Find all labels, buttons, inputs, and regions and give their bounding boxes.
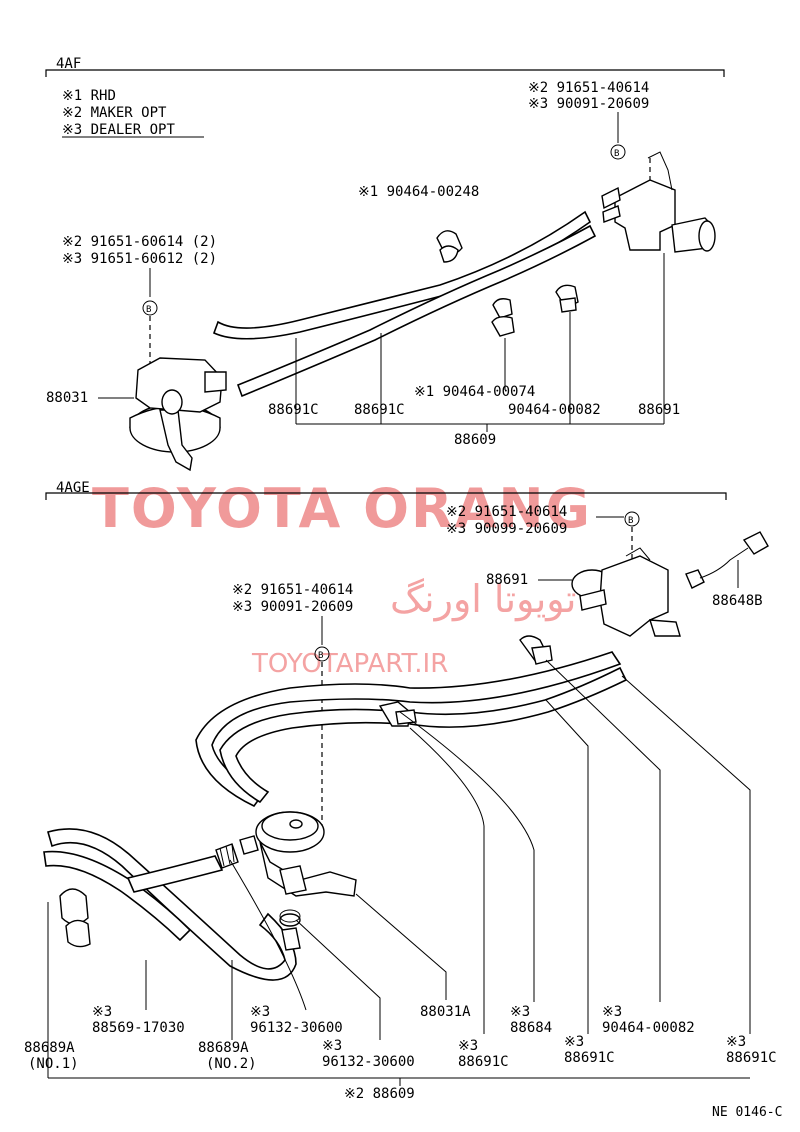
label-bottom-88691: 88691 <box>486 572 528 588</box>
label-90464-prefix: ※3 <box>602 1004 622 1020</box>
watermark-site: TOYOTAPART.IR <box>251 649 448 679</box>
label-bottom-act-bolt2: ※3 90091-20609 <box>232 599 353 615</box>
clip-bottom <box>519 635 553 665</box>
leader-line <box>295 919 381 1040</box>
svg-text:B: B <box>318 651 323 661</box>
label-88691c-right: 88691C <box>726 1050 777 1066</box>
label-88691c-mid: 88691C <box>564 1050 615 1066</box>
label-88691c-left-prefix: ※3 <box>458 1038 478 1054</box>
label-88684: 88684 <box>510 1020 552 1036</box>
label-88691c-mid-prefix: ※3 <box>564 1034 584 1050</box>
label-88684-prefix: ※3 <box>510 1004 530 1020</box>
hoses-bottom <box>43 651 628 981</box>
label-top-88691c-1: 88691C <box>268 402 319 418</box>
label-88691c-right-prefix: ※3 <box>726 1034 746 1050</box>
label-top-vsv-bolt2: ※3 90091-20609 <box>528 96 649 112</box>
vacuum-actuator-bottom <box>239 811 357 897</box>
section-4af: 4AF ※1 RHD ※2 MAKER OPT ※3 DEALER OPT ※2… <box>45 56 725 472</box>
note-rhd: ※1 RHD <box>62 88 116 104</box>
leader-line <box>621 675 751 1034</box>
label-88689a-no2-sub: (NO.2) <box>206 1056 257 1072</box>
bolt-callout-b: B <box>610 144 626 160</box>
label-88031: 88031 <box>46 390 88 406</box>
label-top-88609: 88609 <box>454 432 496 448</box>
leader-line <box>229 859 307 1011</box>
svg-text:B: B <box>146 305 151 315</box>
label-top-bolt1: ※2 91651-60614 (2) <box>62 234 217 250</box>
label-88648b: 88648B <box>712 593 763 609</box>
clip-left <box>59 888 91 948</box>
label-top-clip1: ※1 90464-00248 <box>358 184 479 200</box>
label-88569-prefix: ※3 <box>92 1004 112 1020</box>
hose-clamp-1 <box>215 843 239 869</box>
label-90464-00082: 90464-00082 <box>602 1020 695 1036</box>
section-4age-title: 4AGE <box>56 480 90 496</box>
svg-text:B: B <box>628 516 633 526</box>
label-88569-17030: 88569-17030 <box>92 1020 185 1036</box>
hoses-top <box>212 210 597 398</box>
section-4af-bracket <box>45 69 725 77</box>
vsv-valve-bottom <box>571 547 681 637</box>
section-4age-bracket <box>45 492 727 500</box>
leader-line <box>545 659 661 1002</box>
label-bottom-88609: ※2 88609 <box>344 1086 415 1102</box>
wiring-connector <box>685 531 769 589</box>
label-bottom-vsv-bolt1: ※2 91651-40614 <box>446 504 567 520</box>
label-96132-b: 96132-30600 <box>322 1054 415 1070</box>
vacuum-actuator-top <box>129 357 227 472</box>
leader-line <box>399 711 535 1002</box>
svg-text:B: B <box>614 149 619 159</box>
label-top-vsv-bolt1: ※2 91651-40614 <box>528 80 649 96</box>
vsv-valve-top <box>601 151 716 253</box>
clip-top-1 <box>436 230 463 263</box>
label-bottom-vsv-bolt2: ※3 90099-20609 <box>446 521 567 537</box>
clip-top-3 <box>555 284 579 313</box>
bolt-callout-b: B <box>314 646 330 662</box>
leader-line <box>355 893 447 1000</box>
leader-line <box>545 699 589 1034</box>
label-88689a-no1: 88689A <box>24 1040 75 1056</box>
hose-clamp-2 <box>279 909 301 951</box>
note-dealer-opt: ※3 DEALER OPT <box>62 122 175 138</box>
footer-code: NE 0146-C <box>712 1105 782 1120</box>
label-88031a: 88031A <box>420 1004 471 1020</box>
label-88691c-left: 88691C <box>458 1054 509 1070</box>
label-bottom-act-bolt1: ※2 91651-40614 <box>232 582 353 598</box>
watermark-brand: TOYOTA ORANG <box>92 477 592 540</box>
label-96132-a: 96132-30600 <box>250 1020 343 1036</box>
section-4age: 4AGE ※2 91651-40614 ※3 90099-20609 B 886… <box>24 480 777 1102</box>
label-top-88691c-2: 88691C <box>354 402 405 418</box>
watermark-persian: تویوتا اورنگ <box>390 577 577 622</box>
label-96132-a-prefix: ※3 <box>250 1004 270 1020</box>
watermark: TOYOTA ORANG تویوتا اورنگ TOYOTAPART.IR <box>92 477 592 679</box>
bolt-callout-b: B <box>624 511 640 527</box>
label-88689a-no1-sub: (NO.1) <box>28 1056 79 1072</box>
note-maker-opt: ※2 MAKER OPT <box>62 105 167 121</box>
label-top-90464-00082: 90464-00082 <box>508 402 601 418</box>
label-top-88691: 88691 <box>638 402 680 418</box>
label-88689a-no2: 88689A <box>198 1040 249 1056</box>
bolt-callout-b: B <box>142 300 158 316</box>
label-top-clip2: ※1 90464-00074 <box>414 384 535 400</box>
clip-top-2 <box>491 298 515 337</box>
label-top-bolt2: ※3 91651-60612 (2) <box>62 251 217 267</box>
leader-line <box>409 727 485 1034</box>
label-96132-b-prefix: ※3 <box>322 1038 342 1054</box>
section-4af-title: 4AF <box>56 56 81 72</box>
